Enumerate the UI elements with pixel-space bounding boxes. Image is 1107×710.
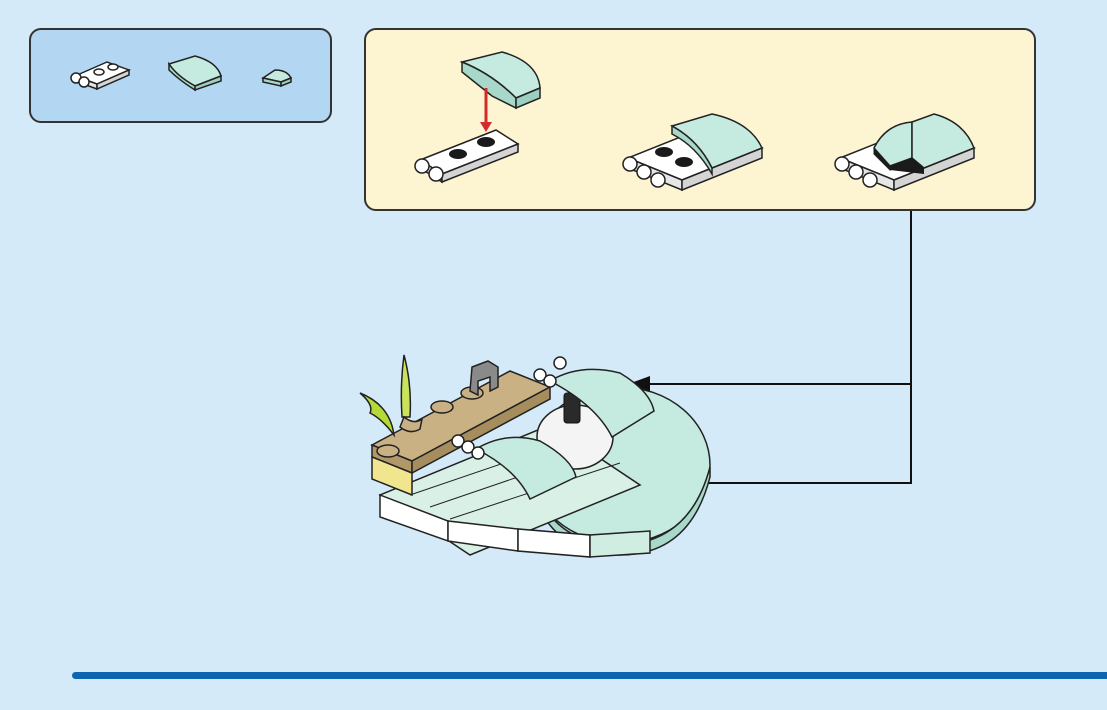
curved-slope-icon: [165, 54, 225, 94]
parts-list-panel: [29, 28, 332, 123]
substep-3: [834, 108, 984, 208]
substep-panel: [364, 28, 1036, 211]
round-tile-icon: [259, 66, 295, 90]
substep-2: [622, 108, 772, 208]
substep-1: [406, 48, 546, 208]
main-model: [350, 345, 730, 575]
footer-bar: [72, 672, 1107, 679]
plate-with-clips-icon: [67, 54, 137, 94]
